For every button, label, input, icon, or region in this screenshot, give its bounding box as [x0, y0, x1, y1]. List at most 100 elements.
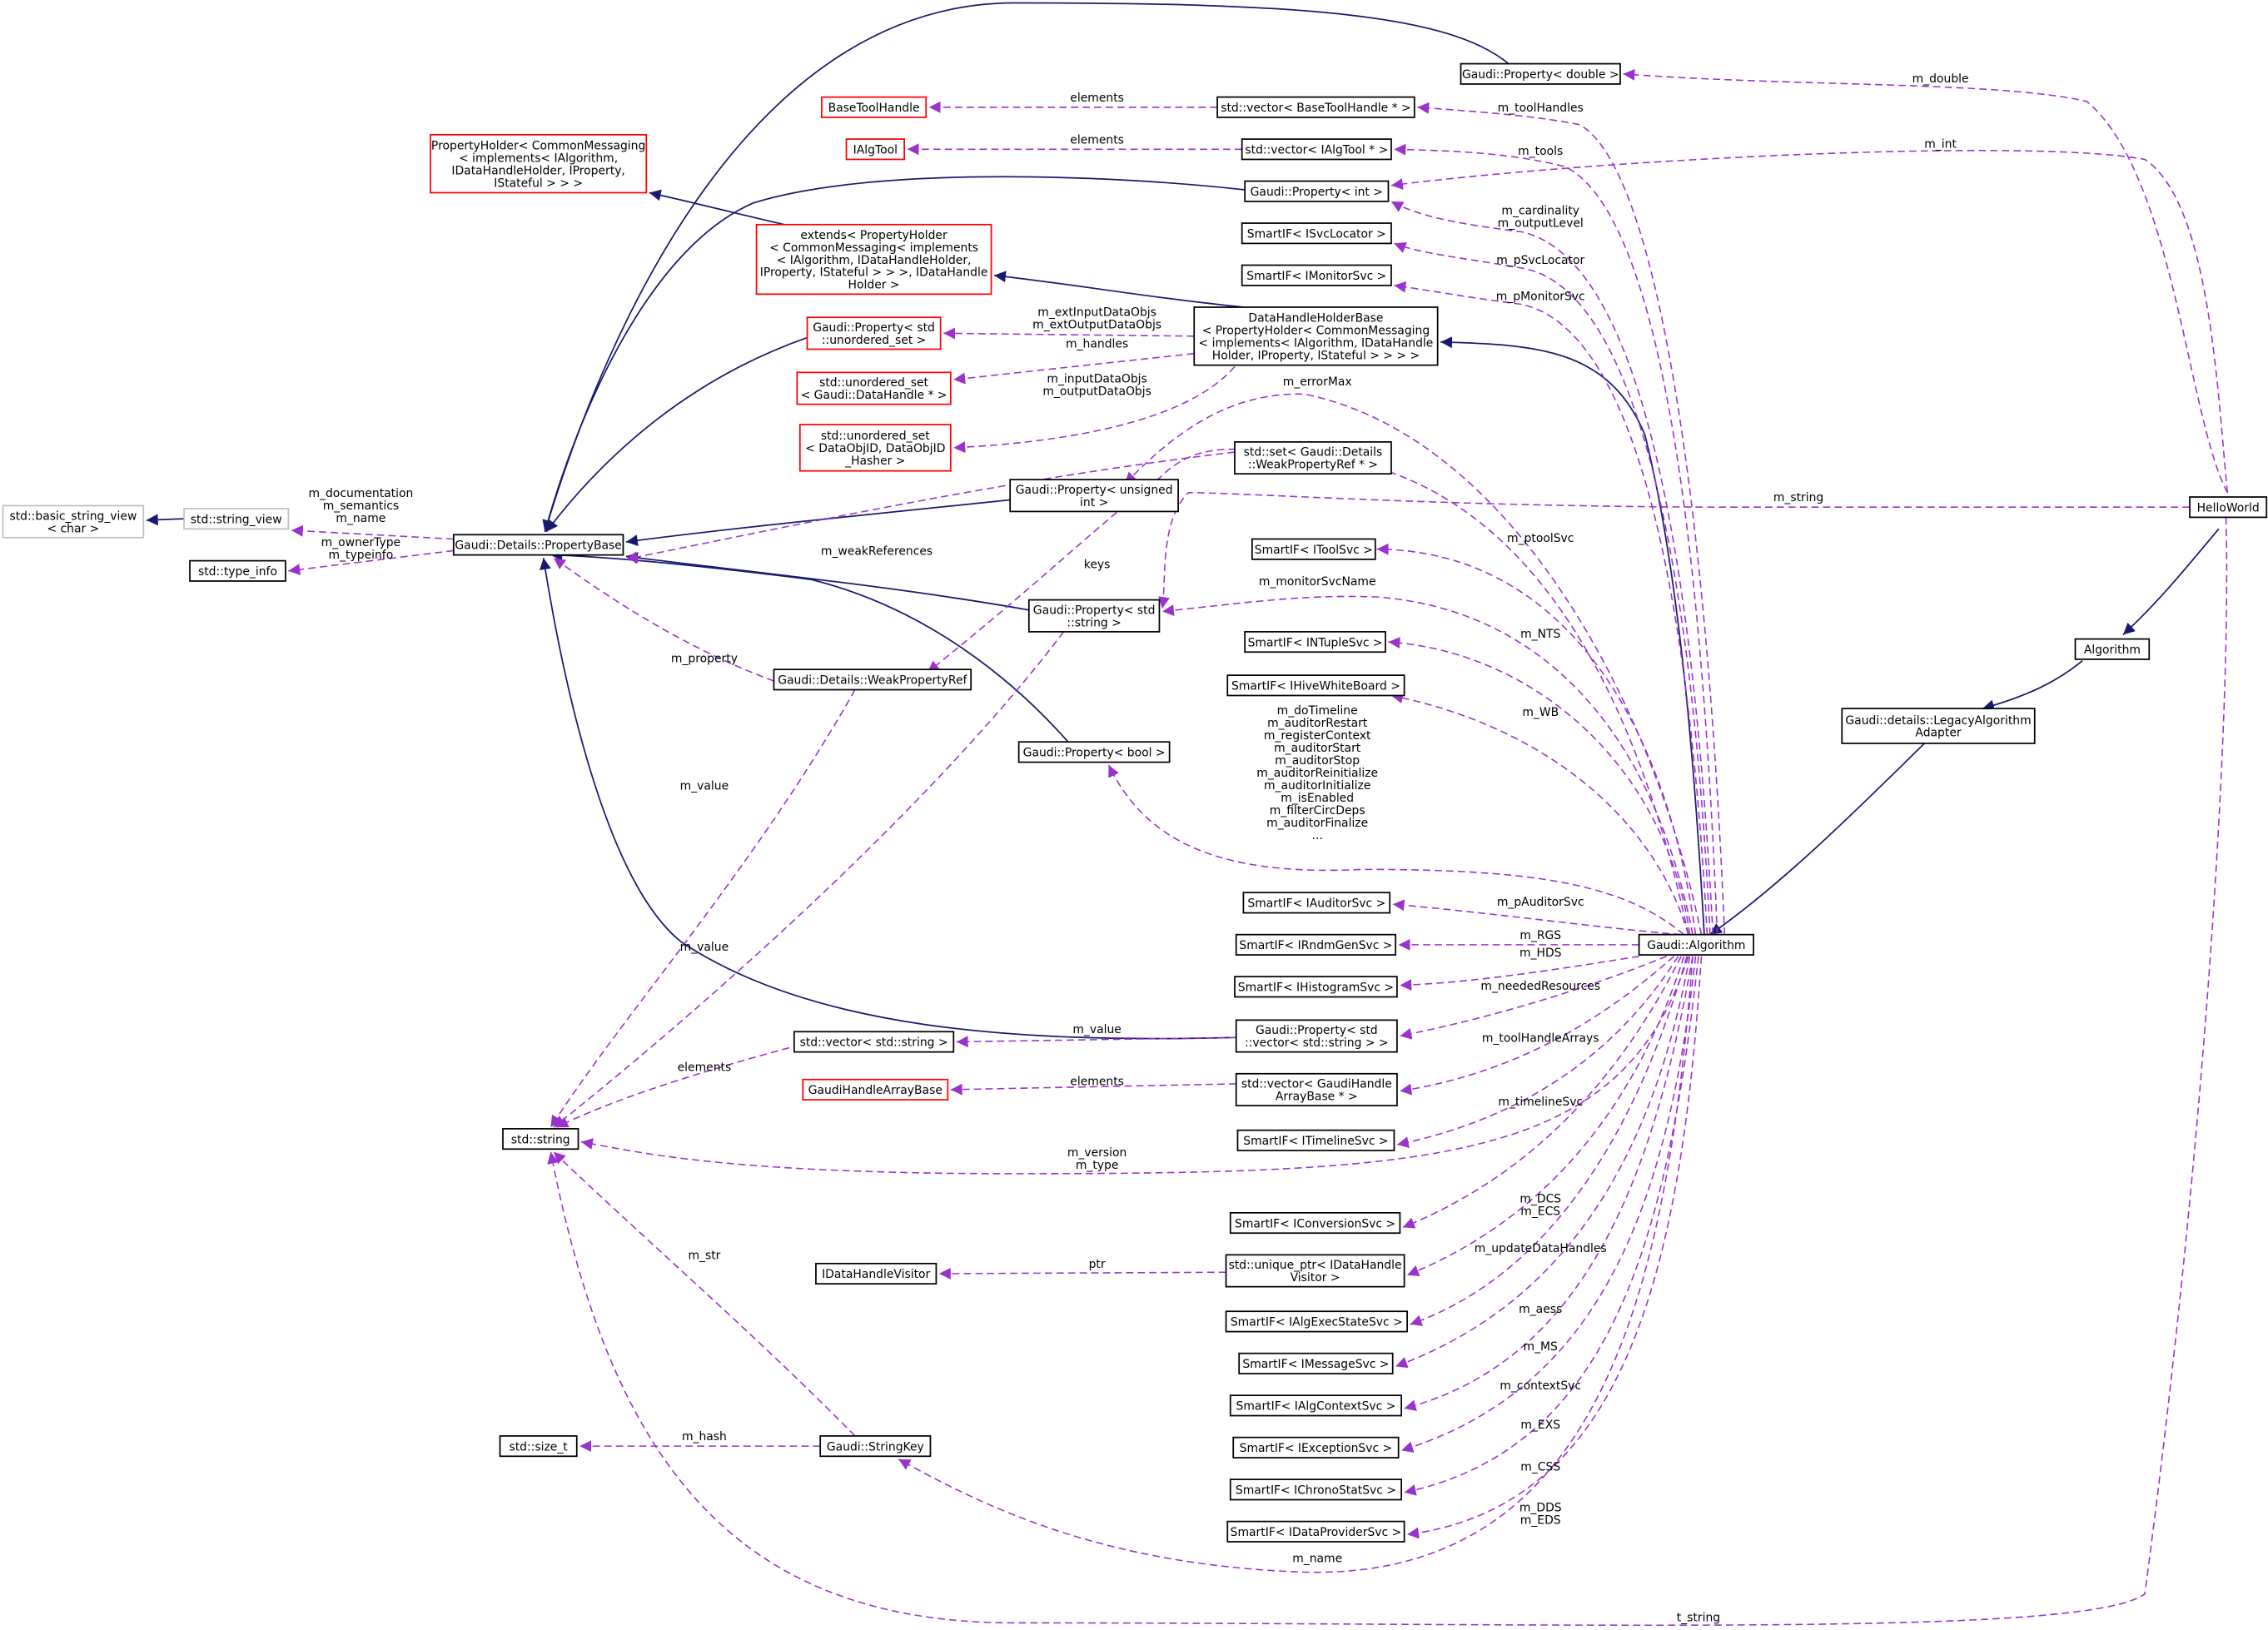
class-node-prop-vec-string[interactable]: Gaudi::Property< std::vector< std::strin…: [1235, 1019, 1398, 1053]
edge-label-m-exs: m_EXS: [1520, 1419, 1560, 1432]
usage-edge: [1394, 281, 1708, 935]
usage-edge: [1406, 956, 1685, 1276]
inheritance-edge: [625, 499, 1011, 547]
class-node-basic-string-view[interactable]: std::basic_string_view< char >: [2, 504, 145, 539]
edge-label-m-string: m_string: [1773, 491, 1823, 504]
class-node-gaudi-algorithm[interactable]: Gaudi::Algorithm: [1638, 933, 1754, 956]
node-label: SmartIF< IAuditorSvc >: [1247, 897, 1385, 911]
node-box: [793, 1031, 955, 1053]
class-node-unordered-set-data-handle[interactable]: std::unordered_set< Gaudi::DataHandle * …: [796, 371, 952, 405]
class-node-idata-handle-visitor[interactable]: IDataHandleVisitor: [815, 1262, 938, 1285]
edge-label-m-hds: m_HDS: [1519, 947, 1562, 960]
class-node-prop-unordered-set[interactable]: Gaudi::Property< std::unordered_set >: [806, 316, 942, 350]
node-box: [1225, 1254, 1405, 1288]
inheritance-edge: [993, 271, 1244, 308]
class-node-hello-world[interactable]: HelloWorld: [2189, 496, 2268, 519]
class-node-gaudi-handle-array-base[interactable]: GaudiHandleArrayBase: [802, 1078, 949, 1101]
edge-label-m-int: m_int: [1924, 138, 1957, 152]
edge-label-m-context-svc: m_contextSvc: [1500, 1379, 1581, 1393]
node-label: Adapter: [1915, 727, 1961, 740]
class-node-smart-ialg-exec-state-svc[interactable]: SmartIF< IAlgExecStateSvc >: [1225, 1310, 1408, 1333]
class-node-vec-gaudi-handle-array-base[interactable]: std::vector< GaudiHandleArrayBase * >: [1235, 1072, 1398, 1106]
class-node-smart-idata-provider-svc[interactable]: SmartIF< IDataProviderSvc >: [1226, 1520, 1405, 1543]
class-node-size-t[interactable]: std::size_t: [499, 1435, 578, 1458]
class-node-smart-irndm-gen-svc[interactable]: SmartIF< IRndmGenSvc >: [1235, 933, 1397, 956]
class-node-smart-iconversion-svc[interactable]: SmartIF< IConversionSvc >: [1229, 1211, 1401, 1235]
class-node-set-weak-property-ref[interactable]: std::set< Gaudi::Details::WeakPropertyRe…: [1234, 441, 1392, 475]
class-node-smart-ihive-white-board[interactable]: SmartIF< IHiveWhiteBoard >: [1226, 674, 1405, 697]
class-node-unordered-set-data-obj-id[interactable]: std::unordered_set< DataObjID, DataObjID…: [798, 424, 952, 472]
class-node-extends[interactable]: extends< PropertyHolder< CommonMessaging…: [755, 223, 992, 296]
node-box: [1235, 1072, 1398, 1106]
node-box: [502, 1128, 579, 1150]
class-node-smart-imonitor-svc[interactable]: SmartIF< IMonitorSvc >: [1241, 264, 1392, 286]
node-label: DataHandleHolderBase: [1248, 312, 1383, 326]
class-node-algorithm[interactable]: Algorithm: [2074, 638, 2151, 660]
node-label: std::vector< std::string >: [800, 1036, 948, 1050]
node-label: SmartIF< IAlgExecStateSvc >: [1231, 1316, 1403, 1329]
node-box: [802, 1078, 949, 1101]
node-label: IAlgTool: [853, 144, 898, 157]
node-label: ::vector< std::string > >: [1245, 1036, 1389, 1050]
inheritance-edge: [540, 557, 1236, 1040]
class-node-prop-double[interactable]: Gaudi::Property< double >: [1460, 62, 1621, 85]
edge-label-m-owner-type: m_ownerType: [321, 536, 400, 549]
class-node-prop-bool[interactable]: Gaudi::Property< bool >: [1017, 741, 1171, 763]
edge-label-m-p-svc-locator: m_pSvcLocator: [1496, 254, 1584, 267]
class-node-smart-iauditor-svc[interactable]: SmartIF< IAuditorSvc >: [1242, 892, 1391, 914]
class-node-smart-itool-svc[interactable]: SmartIF< IToolSvc >: [1251, 538, 1376, 560]
class-node-ialg-tool[interactable]: IAlgTool: [845, 138, 905, 161]
edge-label-m-dds: m_DDS: [1519, 1501, 1562, 1514]
class-node-smart-isvc-locator[interactable]: SmartIF< ISvcLocator >: [1241, 222, 1392, 245]
class-node-smart-ichrono-stat-svc[interactable]: SmartIF< IChronoStatSvc >: [1229, 1478, 1403, 1501]
inheritance-edge: [542, 2, 1510, 533]
class-node-string-key[interactable]: Gaudi::StringKey: [819, 1435, 932, 1458]
edge-label-m-update-data-handles: m_updateDataHandles: [1475, 1242, 1607, 1255]
class-node-smart-ialg-context-svc[interactable]: SmartIF< IAlgContextSvc >: [1229, 1394, 1403, 1417]
node-label: SmartIF< IMessageSvc >: [1242, 1358, 1389, 1371]
class-node-string-view[interactable]: std::string_view: [183, 508, 290, 530]
class-node-weak-property-ref[interactable]: Gaudi::Details::WeakPropertyRef: [773, 668, 972, 691]
usage-edge: [547, 517, 2228, 1627]
class-node-unique-ptr-visitor[interactable]: std::unique_ptr< IDataHandleVisitor >: [1225, 1254, 1405, 1288]
class-node-data-handle-holder-base[interactable]: DataHandleHolderBase< PropertyHolder< Co…: [1193, 306, 1439, 366]
class-node-smart-imessage-svc[interactable]: SmartIF< IMessageSvc >: [1238, 1352, 1394, 1374]
edge-label-m-tool-handle-arrays: m_toolHandleArrays: [1482, 1031, 1599, 1045]
edge-label-elements-iat: elements: [1070, 133, 1124, 147]
class-node-vec-base-tool-handle[interactable]: std::vector< BaseToolHandle * >: [1216, 96, 1415, 118]
node-label: Gaudi::Property< double >: [1462, 68, 1619, 82]
class-node-vec-ialg-tool[interactable]: std::vector< IAlgTool * >: [1241, 138, 1392, 161]
node-label: SmartIF< IHistogramSvc >: [1238, 981, 1394, 995]
class-node-type-info[interactable]: std::type_info: [189, 559, 286, 582]
class-node-std-string[interactable]: std::string: [502, 1128, 579, 1150]
class-node-prop-int[interactable]: Gaudi::Property< int >: [1244, 180, 1390, 202]
class-node-smart-ihistogram-svc[interactable]: SmartIF< IHistogramSvc >: [1234, 976, 1398, 998]
node-label: std::size_t: [509, 1440, 568, 1454]
edge-label-m-owner-type: m_typeinfo: [329, 549, 394, 562]
usage-edge: [1417, 102, 1726, 935]
edge-label-m-ptool-svc: m_ptoolSvc: [1507, 532, 1574, 545]
class-node-smart-itimeline-svc[interactable]: SmartIF< ITimelineSvc >: [1236, 1129, 1395, 1151]
edge-label-m-do-timeline: m_auditorStart: [1274, 742, 1361, 755]
edge-labels-layer: m_doublem_intm_stringt_stringm_toolHandl…: [308, 72, 1968, 1624]
node-box: [2189, 496, 2268, 519]
inheritance-edge: [1709, 743, 1926, 936]
node-label: std::string_view: [191, 513, 282, 526]
node-label: std::unique_ptr< IDataHandle: [1229, 1259, 1402, 1272]
class-node-prop-std-string[interactable]: Gaudi::Property< std::string >: [1027, 599, 1161, 633]
node-box: [1193, 306, 1439, 366]
edge-label-elements-str: elements: [678, 1061, 732, 1074]
class-node-smart-iexception-svc[interactable]: SmartIF< IExceptionSvc >: [1232, 1436, 1400, 1459]
class-node-property-holder[interactable]: PropertyHolder< CommonMessaging< impleme…: [430, 134, 648, 194]
node-label: SmartIF< IMonitorSvc >: [1246, 270, 1386, 283]
node-label: SmartIF< IAlgContextSvc >: [1236, 1400, 1396, 1414]
edge-label-m-str: m_str: [688, 1250, 720, 1263]
class-node-smart-intuple-svc[interactable]: SmartIF< INTupleSvc >: [1244, 631, 1386, 653]
edge-label-m-version: m_type: [1076, 1159, 1119, 1172]
class-node-base-tool-handle[interactable]: BaseToolHandle: [821, 96, 928, 118]
class-node-vec-std-string[interactable]: std::vector< std::string >: [793, 1031, 955, 1053]
class-node-property-base[interactable]: Gaudi::Details::PropertyBase: [452, 534, 624, 556]
node-label: SmartIF< IToolSvc >: [1255, 544, 1373, 557]
